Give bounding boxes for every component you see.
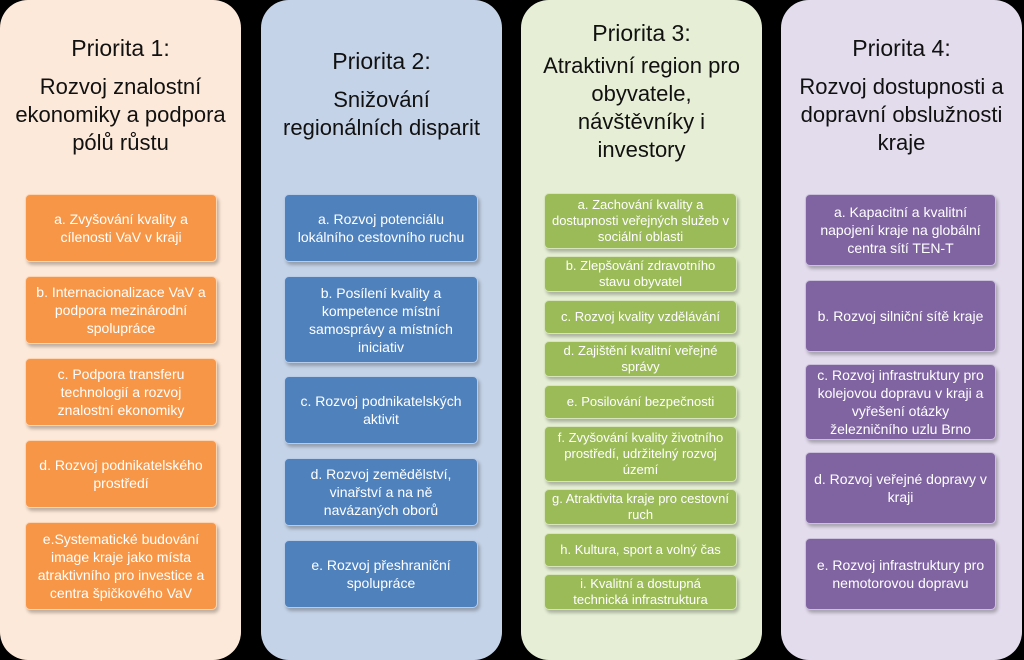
priority-4-title: Priorita 4: Rozvoj dostupnosti a dopravn… — [781, 33, 1022, 157]
priority-3-item-a: a. Zachování kvality a dostupnosti veřej… — [544, 193, 737, 249]
priority-2-item-b: b. Posílení kvality a kompetence místní … — [284, 276, 478, 363]
priority-2-title: Priorita 2: Snižování regionálních dispa… — [261, 46, 502, 142]
priority-3-item-d: d. Zajištění kvalitní veřejné správy — [544, 341, 737, 377]
priority-1-name: Rozvoj znalostní ekonomiky a podpora pól… — [15, 74, 226, 155]
priority-4-item-b: b. Rozvoj silniční sítě kraje — [805, 280, 996, 352]
priority-3-item-i: i. Kvalitní a dostupná technická infrast… — [544, 574, 737, 610]
priority-3-item-g: g. Atraktivita kraje pro cestovní ruch — [544, 489, 737, 525]
priority-3-number: Priorita 3: — [592, 20, 691, 46]
priority-4-item-a: a. Kapacitní a kvalitní napojení kraje n… — [805, 194, 996, 266]
priority-2-item-c: c. Rozvoj podnikatelských aktivit — [284, 376, 478, 444]
priority-3-item-c: c. Rozvoj kvality vzdělávání — [544, 300, 737, 334]
priority-1-title: Priorita 1: Rozvoj znalostní ekonomiky a… — [0, 33, 241, 157]
priority-3-name: Atraktivní region pro obyvatele, návštěv… — [543, 53, 740, 162]
priority-4-item-e: e. Rozvoj infrastruktury pro nemotorovou… — [805, 538, 996, 610]
priority-1-item-c: c. Podpora transferu technologií a rozvo… — [25, 358, 217, 426]
priority-2-number: Priorita 2: — [332, 48, 431, 74]
priority-4-name: Rozvoj dostupnosti a dopravní obslužnost… — [799, 74, 1004, 155]
priority-4-item-c: c. Rozvoj infrastruktury pro kolejovou d… — [805, 364, 996, 440]
priority-2-item-d: d. Rozvoj zemědělství, vinařství a na ně… — [284, 458, 478, 526]
priority-1-item-e: e.Systematické budování image kraje jako… — [25, 522, 217, 610]
priority-2-name: Snižování regionálních disparit — [283, 87, 480, 140]
priority-3-item-h: h. Kultura, sport a volný čas — [544, 533, 737, 567]
priority-4-number: Priorita 4: — [852, 35, 951, 61]
priority-4-item-d: d. Rozvoj veřejné dopravy v kraji — [805, 452, 996, 524]
priority-1-number: Priorita 1: — [71, 35, 170, 61]
priority-1-item-d: d. Rozvoj podnikatelského prostředí — [25, 440, 217, 508]
priority-3-item-b: b. Zlepšování zdravotního stavu obyvatel — [544, 256, 737, 292]
priority-2-item-a: a. Rozvoj potenciálu lokálního cestovníh… — [284, 194, 478, 262]
priority-3-title: Priorita 3: Atraktivní region pro obyvat… — [521, 18, 762, 164]
priority-1-item-a: a. Zvyšování kvality a cílenosti VaV v k… — [25, 194, 217, 262]
priority-1-item-b: b. Internacionalizace VaV a podpora mezi… — [25, 276, 217, 344]
priority-3-item-e: e. Posilování bezpečnosti — [544, 385, 737, 419]
priority-2-item-e: e. Rozvoj přeshraniční spolupráce — [284, 540, 478, 608]
priority-3-item-f: f. Zvyšování kvality životního prostředí… — [544, 426, 737, 482]
